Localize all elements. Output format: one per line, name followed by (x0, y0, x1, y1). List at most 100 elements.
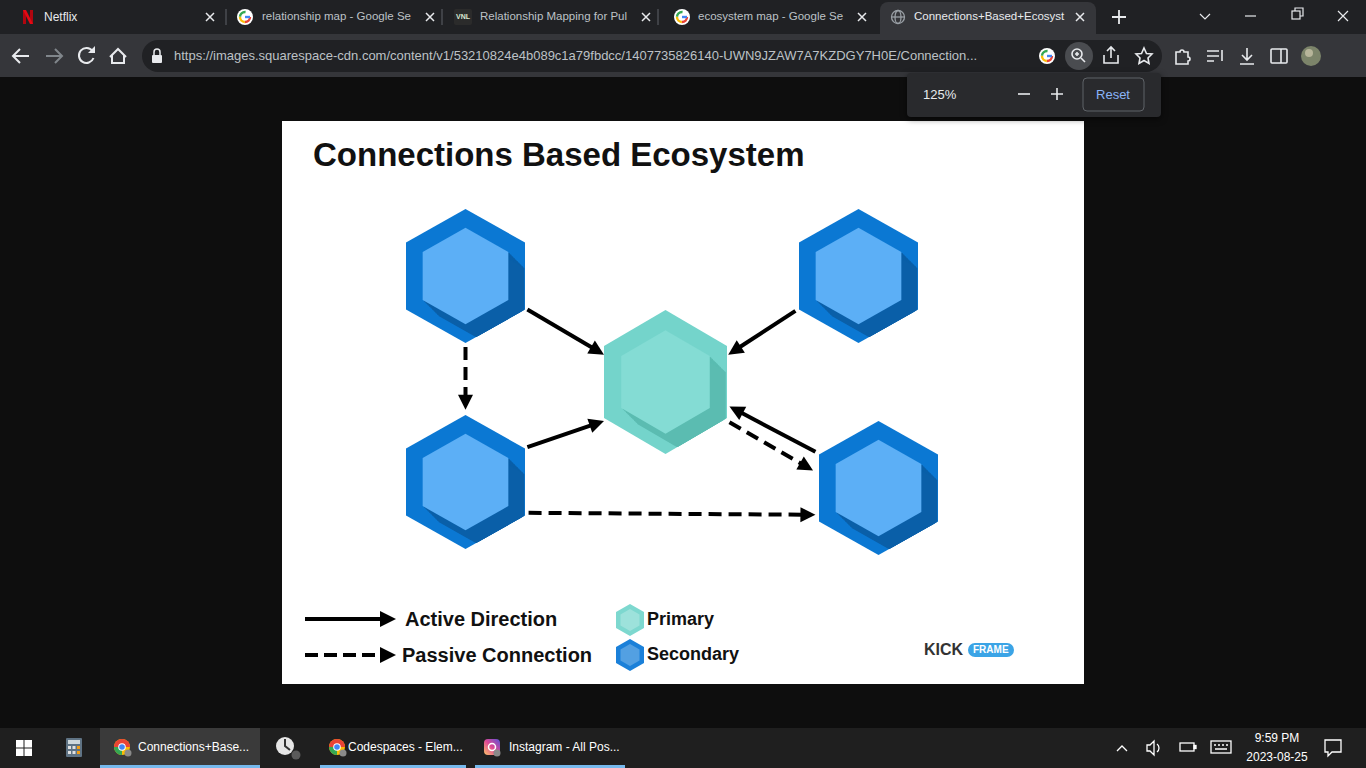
passive-connection-arrow (458, 347, 473, 410)
url-text: https://images.squarespace-cdn.com/conte… (174, 48, 977, 64)
graphic-part (292, 751, 301, 760)
netflix-icon (23, 10, 33, 24)
graphic-part (677, 12, 687, 22)
hexagon-outer (616, 639, 644, 671)
window-controls (1200, 8, 1348, 21)
new-tab-icon (1112, 10, 1126, 24)
hexagon-swatch (616, 604, 644, 636)
vnl-favicon (454, 9, 472, 25)
profile-avatar (1305, 49, 1313, 57)
instagram-icon (484, 739, 501, 757)
logo-badge: FRAME (968, 643, 1014, 657)
graphic-part (1051, 88, 1063, 100)
graphic-part (475, 765, 625, 768)
graphic-part (320, 765, 466, 768)
graphic-part (489, 744, 496, 751)
hexagon-node (604, 310, 727, 454)
graphic-part (380, 647, 396, 663)
hexagon-node (799, 209, 918, 343)
graphic-part (494, 750, 501, 757)
google-icon (237, 9, 253, 25)
graphic-part (110, 49, 126, 63)
hexagon-outer (819, 421, 938, 555)
active-direction-arrow (527, 419, 604, 448)
zoom-icon (1065, 42, 1093, 70)
graphic-part (1042, 51, 1052, 61)
graphic-part (334, 744, 340, 750)
graphic-part (658, 9, 659, 25)
arrowhead (800, 507, 815, 522)
graphic-part (154, 49, 160, 55)
graphic-part (77, 746, 80, 749)
active-direction-arrow (728, 311, 795, 355)
graphic-part (380, 611, 396, 627)
passive-line-sample (305, 647, 396, 663)
graphic-part (305, 617, 382, 621)
graphic-part (118, 743, 126, 751)
hexagon-inner (836, 440, 922, 536)
hexagon-shape (819, 421, 938, 555)
arrowhead (728, 340, 745, 354)
clock-time: 9:59 PM (1255, 731, 1300, 745)
app-icon (276, 737, 301, 760)
arrowhead (587, 341, 604, 355)
chrome-icon (114, 739, 132, 757)
graphic-part (892, 16, 905, 17)
graphic-part (1295, 8, 1303, 16)
tab-title: relationship map - Google Se (262, 10, 411, 24)
logo-text: KICK (924, 640, 963, 659)
graphic-part (1280, 49, 1282, 63)
graphic-part (1271, 49, 1287, 63)
tab-title: Connections+Based+Ecosyst (914, 10, 1064, 24)
hexagon-inner (621, 330, 710, 434)
graphic-part (237, 9, 253, 25)
hexagon-outer (406, 209, 525, 343)
graphic-part (1292, 11, 1300, 19)
connector-line (729, 422, 801, 464)
graphic-part (1325, 740, 1341, 756)
graphic-part (206, 13, 214, 21)
graphic-part (73, 751, 76, 754)
graphic-part (23, 10, 33, 24)
graphic-part (240, 12, 250, 22)
graphic-part (1042, 51, 1052, 61)
windows-logo (16, 740, 32, 756)
graphic-part (1214, 745, 1228, 749)
graphic-part (1180, 743, 1194, 751)
active-direction-arrow (527, 310, 604, 355)
nav-icons (13, 46, 126, 63)
graphic-part (1338, 11, 1348, 21)
graphic-part (1042, 51, 1052, 61)
hexagon-outer (406, 415, 525, 549)
graphic-part (1047, 55, 1052, 57)
graphic-part (13, 49, 29, 63)
hexagon-outer (604, 310, 727, 454)
arrowhead (458, 395, 473, 410)
lock-icon (152, 49, 162, 63)
legend-swatch (616, 604, 644, 636)
graphic-part (25, 749, 33, 757)
hexagon-node (406, 209, 525, 343)
globe-icon (892, 11, 905, 24)
graphic-part (333, 743, 341, 751)
graphic-part (674, 9, 690, 25)
hexagon-outer (616, 604, 644, 636)
graphic-part (68, 740, 80, 744)
graphic-part (305, 653, 382, 657)
graphic-part (276, 737, 294, 755)
hexagon-shape (799, 209, 918, 343)
graphic-part (1211, 741, 1231, 753)
hexagon-node (819, 421, 938, 555)
zoom-popup-controls (1018, 88, 1063, 100)
connector-line (529, 513, 803, 515)
graphic-part (240, 12, 250, 22)
graphic-part (1200, 14, 1210, 19)
hexagon-inner (423, 434, 509, 530)
graphic-part (1018, 93, 1030, 95)
graphic-part (1136, 48, 1152, 64)
graphic-part (642, 13, 650, 21)
graphic-part (426, 13, 434, 21)
graphic-part (682, 16, 687, 18)
connector-line (741, 413, 815, 452)
graphic-part (16, 740, 24, 748)
